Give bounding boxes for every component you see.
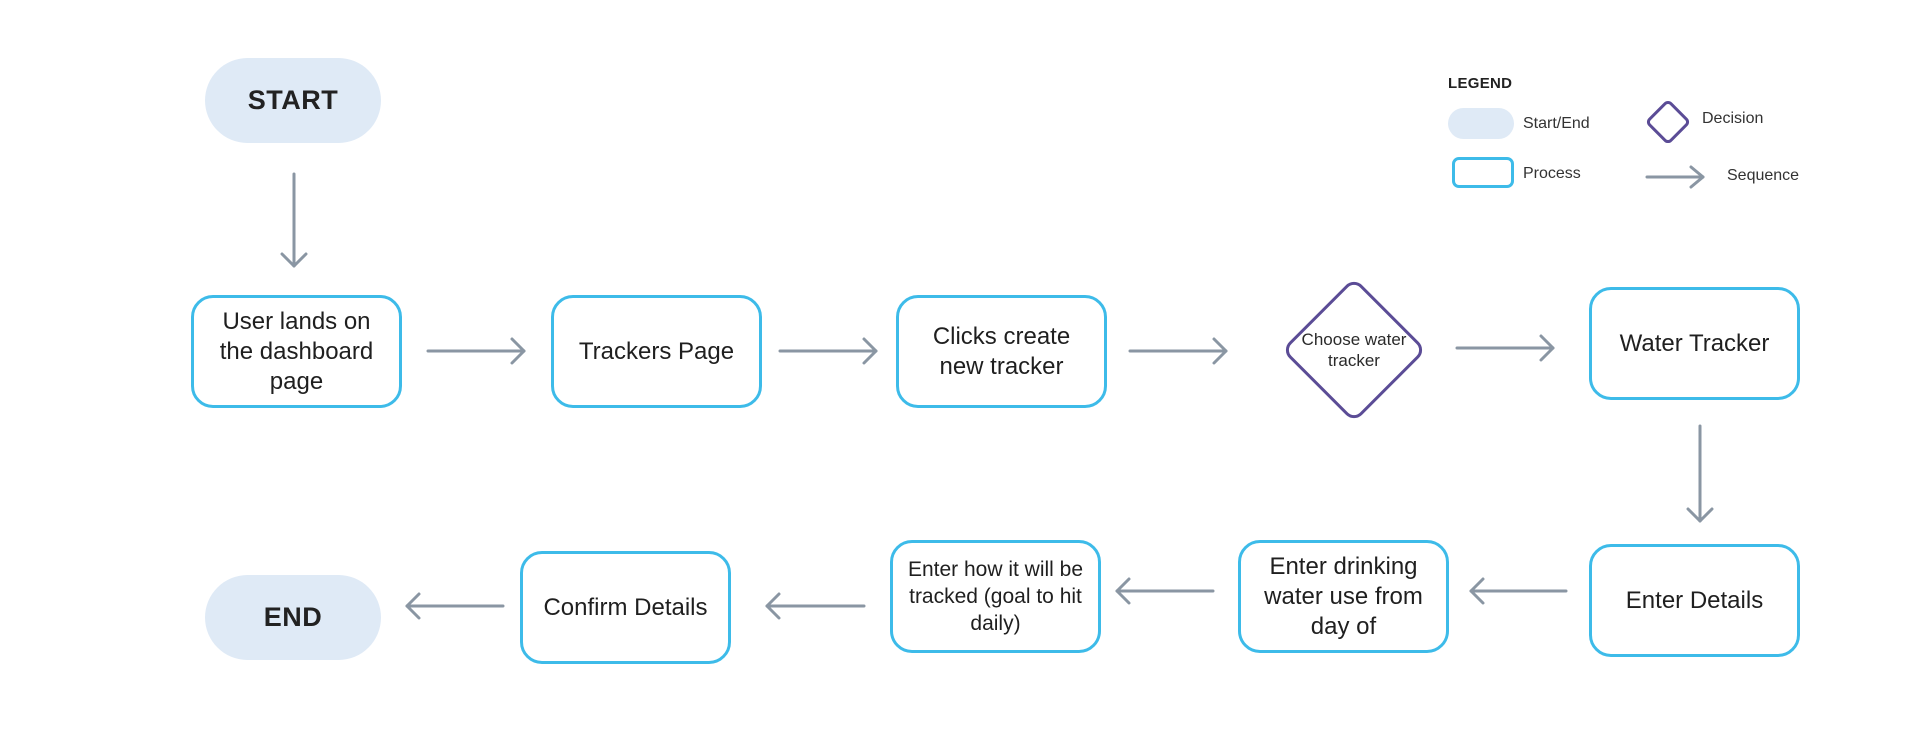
arrow-water-tracker-to-enter-details xyxy=(1686,424,1714,523)
arrow-start-to-user-lands xyxy=(280,172,308,268)
process-confirm-details: Confirm Details xyxy=(520,551,731,664)
legend-process-swatch xyxy=(1452,157,1514,188)
end-terminal: END xyxy=(205,575,381,660)
arrow-enter-drinking-to-enter-how xyxy=(1115,577,1215,605)
process-enter-drinking: Enter drinking water use from day of xyxy=(1238,540,1449,653)
legend-process-label: Process xyxy=(1523,165,1581,182)
legend-start-end-swatch xyxy=(1448,108,1514,139)
legend-title: LEGEND xyxy=(1448,75,1513,92)
legend-start-end-label: Start/End xyxy=(1523,115,1590,132)
process-enter-how: Enter how it will be tracked (goal to hi… xyxy=(890,540,1101,653)
arrow-user-lands-to-trackers xyxy=(426,337,526,365)
process-user-lands: User lands on the dashboard page xyxy=(191,295,402,408)
legend-sequence-label: Sequence xyxy=(1727,167,1800,184)
arrow-enter-details-to-enter-drinking xyxy=(1469,577,1568,605)
arrow-enter-how-to-confirm xyxy=(765,592,866,620)
arrow-trackers-to-clicks-create xyxy=(778,337,878,365)
process-enter-details: Enter Details xyxy=(1589,544,1800,657)
legend-decision-label: Decision xyxy=(1702,110,1764,127)
process-clicks-create: Clicks create new tracker xyxy=(896,295,1107,408)
arrow-clicks-create-to-decision xyxy=(1128,337,1228,365)
legend-sequence-arrow-icon xyxy=(1645,165,1705,189)
arrow-decision-to-water-tracker xyxy=(1455,334,1555,362)
decision-choose-water-label: Choose water tracker xyxy=(1301,330,1407,370)
legend-decision-swatch xyxy=(1646,100,1690,144)
arrow-confirm-to-end xyxy=(405,592,505,620)
decision-diamond xyxy=(1285,281,1423,419)
process-water-tracker: Water Tracker xyxy=(1589,287,1800,400)
process-trackers-page: Trackers Page xyxy=(551,295,762,408)
start-terminal: START xyxy=(205,58,381,143)
